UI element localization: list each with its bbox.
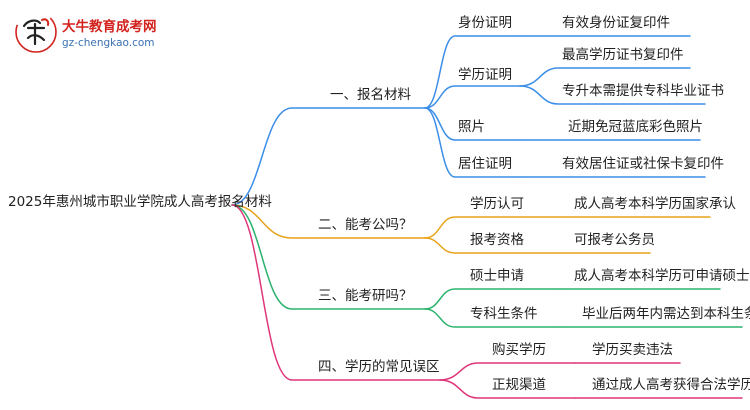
connector-b2-eligibility <box>424 237 561 254</box>
branch-3-leaf-junior: 毕业后两年内需达到本科生条件 <box>582 306 750 322</box>
connector-root-branch3 <box>231 204 426 310</box>
connector-b1-education-leaf2 <box>519 85 706 105</box>
branch-4-item-channel: 正规渠道 <box>492 377 546 393</box>
branch-1-leaf-residence: 有效居住证或社保卡复印件 <box>562 156 724 172</box>
logo-url: gz-chengkao.com <box>62 37 155 49</box>
branch-2-leaf-eligibility: 可报考公务员 <box>574 232 655 248</box>
logo-title: 大牛教育成考网 <box>62 19 157 35</box>
connector-root-branch4 <box>231 204 441 381</box>
branch-4-connectors <box>231 204 743 399</box>
branch-4-item-purchase: 购买学历 <box>492 342 546 358</box>
connector-b4-purchase <box>439 362 576 381</box>
branch-3-label: 三、能考研吗？ <box>318 288 413 304</box>
branch-1-leaf-photo: 近期免冠蓝底彩色照片 <box>568 119 703 135</box>
branch-2-item-eligibility: 报考资格 <box>470 232 524 248</box>
branch-2-connectors <box>231 204 711 254</box>
branch-3-item-master: 硕士申请 <box>470 268 524 284</box>
branch-1-connectors <box>231 35 706 206</box>
connector-root-branch1 <box>231 107 426 206</box>
branch-3-leaf-master: 成人高考本科学历可申请硕士 <box>574 268 750 284</box>
branch-1-item-education: 学历证明 <box>458 67 512 83</box>
connector-b1-education <box>424 85 521 109</box>
branch-2-label: 二、能考公吗？ <box>318 217 413 233</box>
branch-1-leaf-identity: 有效身份证复印件 <box>562 15 670 31</box>
branch-1-item-residence: 居住证明 <box>458 156 512 172</box>
connector-b1-residence <box>424 107 521 178</box>
branch-1-leaf-education-2: 专升本需提供专科毕业证书 <box>562 83 724 99</box>
branch-4-label: 四、学历的常见误区 <box>318 359 440 375</box>
connector-root-branch2 <box>231 204 426 239</box>
root-topic: 2025年惠州城市职业学院成人高考报名材料 <box>8 194 272 210</box>
branch-4-leaf-channel: 通过成人高考获得合法学历 <box>592 377 750 393</box>
branch-1-item-identity: 身份证明 <box>458 15 512 31</box>
site-logo[interactable]: 大牛教育成考网 gz-chengkao.com <box>6 8 166 58</box>
connector-b1-education-leaf1 <box>519 67 691 87</box>
connector-b4-channel <box>439 379 576 399</box>
connector-b3-junior <box>424 308 561 328</box>
branch-1-item-photo: 照片 <box>458 119 485 135</box>
branch-1-label: 一、报名材料 <box>330 87 411 103</box>
branch-3-connectors <box>231 204 743 328</box>
branch-2-item-recognition: 学历认可 <box>470 196 524 212</box>
branch-2-leaf-recognition: 成人高考本科学历国家承认 <box>574 196 736 212</box>
connector-b3-master <box>424 288 561 310</box>
branch-1-leaf-education-1: 最高学历证书复印件 <box>562 47 684 63</box>
branch-3-item-junior: 专科生条件 <box>470 306 538 322</box>
bull-logo-icon <box>15 11 57 53</box>
branch-4-leaf-purchase: 学历买卖违法 <box>592 342 673 358</box>
connector-b1-identity <box>424 35 521 109</box>
connector-b2-recognition <box>424 216 561 239</box>
